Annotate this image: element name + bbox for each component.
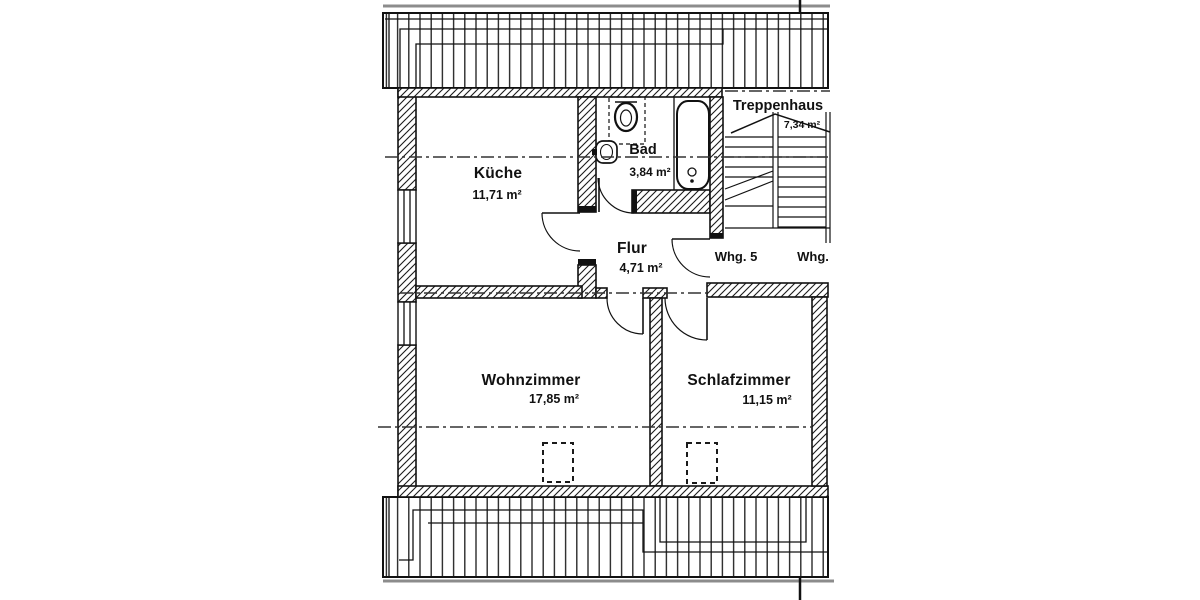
apartment-label-next: Whg. [797, 249, 829, 264]
apartment-label-whg5: Whg. 5 [715, 249, 758, 264]
toilet-icon [608, 96, 646, 145]
room-area-schlafzimmer: 11,15 m² [742, 393, 791, 407]
walls [397, 87, 829, 498]
windows [397, 189, 417, 346]
roof-band-bottom [382, 496, 829, 578]
wall-landing [706, 282, 829, 298]
wall-kueche-wohnzimmer [415, 285, 583, 299]
room-label-wohnzimmer: Wohnzimmer [481, 372, 580, 389]
wall-bad-flur [631, 189, 711, 214]
stair-stringer [772, 112, 779, 228]
doors [541, 177, 711, 341]
room-area-treppenhaus: 7,34 m² [784, 119, 821, 131]
room-area-bad: 3,84 m² [629, 165, 670, 179]
wall-left-lower [397, 344, 417, 498]
wall-schlafzimmer-right [811, 296, 828, 487]
door-bad [597, 177, 635, 214]
window-wohnzimmer [397, 301, 417, 346]
wall-cap-2 [578, 259, 596, 265]
chimney-wohnzimmer [542, 442, 574, 483]
wall-cap-3 [632, 190, 637, 213]
wall-flur-stairwell [709, 96, 724, 239]
door-wohnzimmer [606, 297, 644, 335]
bathtub-icon [673, 97, 710, 190]
room-area-flur: 4,71 m² [619, 261, 662, 275]
room-area-wohnzimmer: 17,85 m² [529, 392, 579, 406]
wall-cap-4 [710, 233, 723, 238]
room-label-treppenhaus: Treppenhaus [733, 98, 823, 114]
room-label-kueche: Küche [474, 165, 523, 182]
wall-top [397, 87, 723, 98]
room-label-flur: Flur [617, 240, 647, 257]
room-label-schlafzimmer: Schlafzimmer [687, 372, 790, 389]
wall-left-upper [397, 87, 417, 191]
door-whg5 [671, 238, 711, 278]
bath-fixtures [592, 96, 710, 190]
roof-ridge-marker [730, 113, 831, 134]
room-label-bad: Bad [629, 142, 656, 158]
window-kueche [397, 189, 417, 244]
door-kueche [541, 212, 581, 252]
chimney-schlafzimmer [686, 442, 718, 484]
roof-band-top [382, 12, 829, 89]
room-area-kueche: 11,71 m² [472, 188, 521, 202]
center-lines [378, 90, 830, 428]
room-labels: Küche 11,71 m² Bad 3,84 m² Flur 4,71 m² … [472, 98, 829, 407]
door-schlafzimmer [664, 297, 708, 341]
wall-bottom [397, 485, 829, 498]
stair-winders [724, 170, 774, 207]
wall-wohn-schlaf [649, 297, 663, 487]
wall-cap-1 [578, 206, 596, 212]
